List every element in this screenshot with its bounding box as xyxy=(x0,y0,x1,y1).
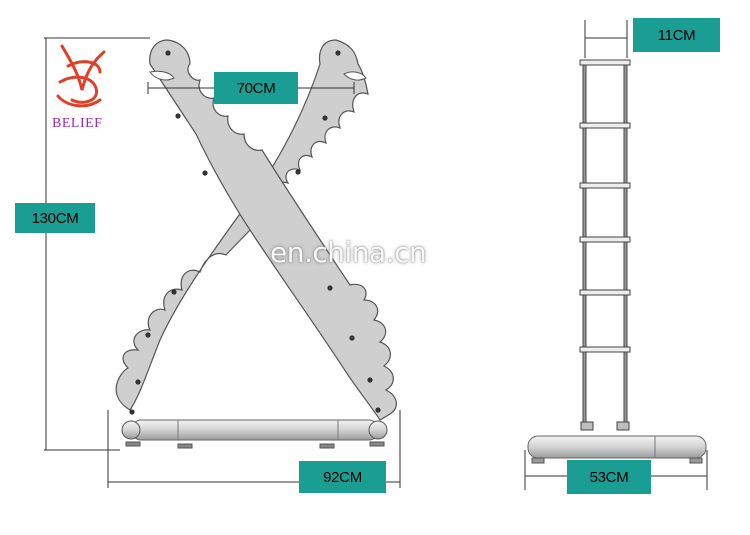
side-feet xyxy=(531,457,703,464)
dimension-label-92cm: 92CM xyxy=(299,461,386,493)
front-bolt-holes xyxy=(129,50,381,415)
dimension-label-53cm: 53CM xyxy=(567,460,651,494)
dimension-label-70cm: 70CM xyxy=(214,72,298,104)
front-hook-right xyxy=(343,71,367,81)
brand-name: BELIEF xyxy=(52,116,103,131)
front-base-tube xyxy=(131,419,379,441)
front-hook-left xyxy=(149,70,175,81)
side-base-tube xyxy=(527,435,707,459)
front-feet xyxy=(121,420,388,449)
watermark-text: en.china.cn xyxy=(270,236,427,269)
front-arm-left xyxy=(115,39,369,411)
dimension-label-11cm: 11CM xyxy=(633,18,720,52)
side-ladder xyxy=(579,59,631,431)
side-dimension-lines xyxy=(524,20,708,490)
belief-logo-mark xyxy=(56,44,106,108)
dimension-label-130cm: 130CM xyxy=(15,203,95,233)
